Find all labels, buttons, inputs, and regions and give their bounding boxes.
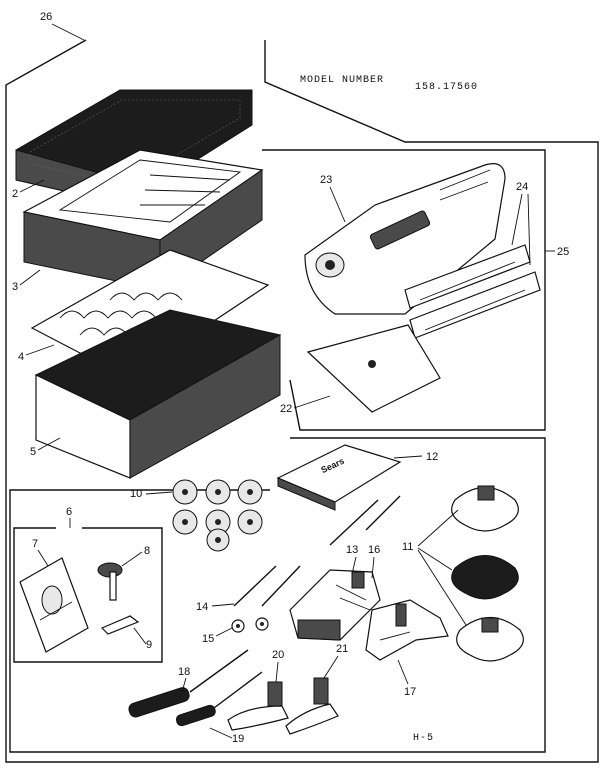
presser-foot-21 — [285, 677, 339, 735]
callout-26: 26 — [40, 11, 52, 23]
seam-ripper-case — [19, 557, 89, 653]
callout-9: 9 — [146, 639, 152, 651]
presser-foot-assembly — [289, 569, 381, 641]
callout-17: 17 — [404, 686, 416, 698]
box-base — [34, 309, 282, 479]
screwdriver-large — [128, 649, 249, 718]
callout-15: 15 — [202, 633, 214, 645]
needle-case: Sears — [276, 444, 402, 511]
blade — [100, 615, 140, 635]
callout-11: 11 — [402, 541, 413, 553]
callout-21: 21 — [336, 643, 348, 655]
callout-7: 7 — [32, 538, 38, 550]
screwdriver-small — [97, 562, 123, 601]
screwdriver-offset — [175, 671, 263, 727]
buttonhole-inset: 23 24 25 22 — [262, 149, 569, 431]
outer-frame — [5, 39, 599, 763]
spare-needles — [329, 495, 401, 546]
presser-foot-20 — [227, 681, 289, 731]
model-header: MODEL NUMBER 158.17560 — [300, 75, 478, 93]
model-number-value: 158.17560 — [415, 82, 478, 93]
bobbins — [172, 479, 263, 552]
callout-2: 2 — [12, 188, 18, 200]
callout-10: 10 — [130, 488, 142, 500]
callout-13: 13 — [346, 544, 358, 556]
small-tools-inset — [13, 527, 163, 663]
buttonhole-foot — [365, 599, 449, 661]
model-number-label: MODEL NUMBER — [300, 75, 384, 86]
callout-5: 5 — [30, 446, 36, 458]
callout-3: 3 — [12, 281, 18, 293]
feed-cover-plate — [306, 324, 441, 413]
callout-25: 25 — [557, 246, 569, 258]
callout-18: 18 — [178, 666, 190, 678]
callout-14: 14 — [196, 601, 208, 613]
callout-16: 16 — [368, 544, 380, 556]
stitch-discs — [451, 485, 524, 662]
callout-4: 4 — [18, 351, 24, 363]
callout-8: 8 — [144, 545, 150, 557]
callout-20: 20 — [272, 649, 284, 661]
callout-12: 12 — [426, 451, 438, 463]
callout-22: 22 — [280, 403, 292, 415]
callout-6: 6 — [66, 506, 72, 518]
buttonhole-templates — [404, 244, 541, 339]
callout-24: 24 — [516, 181, 528, 193]
sewing-box-assembly: 26 2 3 4 5 — [12, 11, 282, 479]
callout-19: 19 — [232, 733, 244, 745]
buttonhole-attachment — [304, 163, 506, 315]
washers — [231, 617, 269, 633]
page-code: H-5 — [413, 733, 434, 744]
awls — [233, 565, 301, 607]
callout-23: 23 — [320, 174, 332, 186]
accessories-panel: 10 Sears 12 11 — [9, 437, 546, 753]
